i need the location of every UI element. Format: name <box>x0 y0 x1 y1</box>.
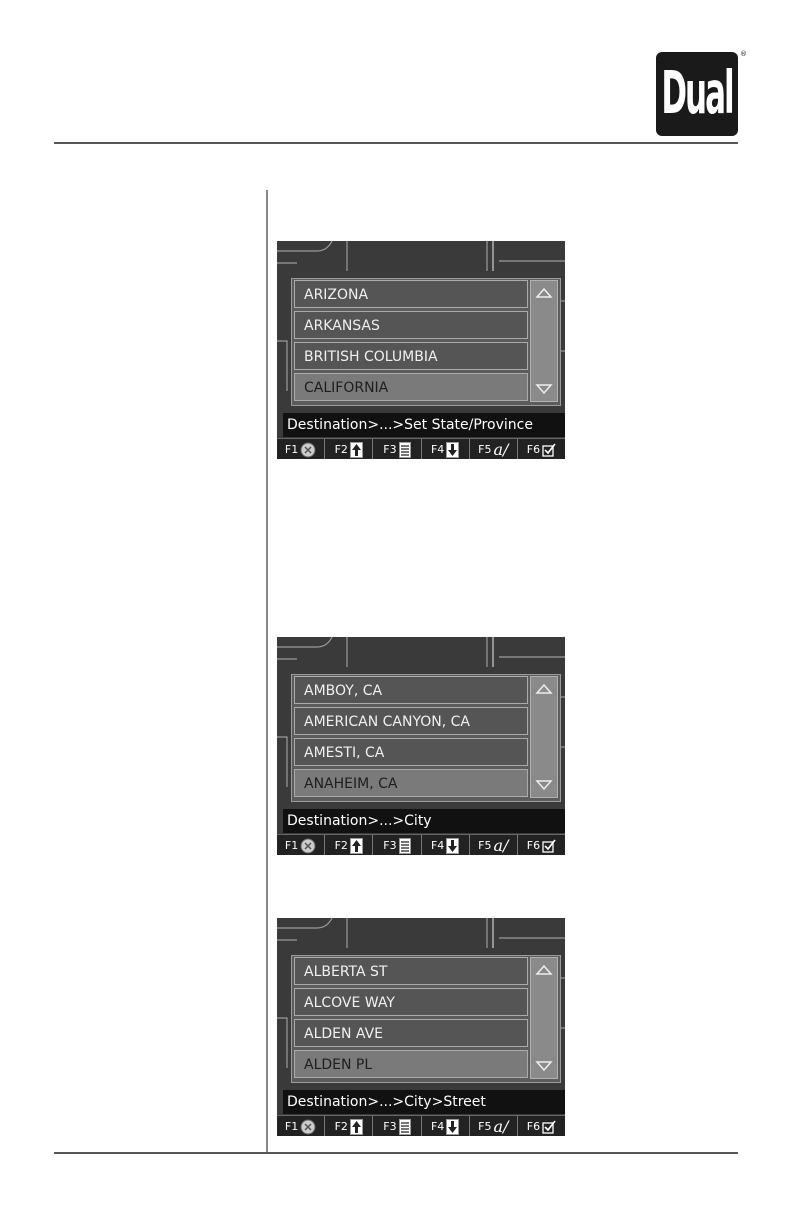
list-item[interactable]: ALDEN AVE <box>294 1019 528 1047</box>
list-item-selected[interactable]: CALIFORNIA <box>294 373 528 401</box>
list-item-selected[interactable]: ALDEN PL <box>294 1050 528 1078</box>
fkey-f6[interactable]: F6 <box>518 1116 565 1136</box>
close-circle-icon <box>300 442 316 458</box>
scrollbar[interactable] <box>530 957 558 1079</box>
fkey-f1[interactable]: F1 <box>277 1116 325 1136</box>
checkbox-icon <box>542 443 556 457</box>
scroll-down-icon[interactable] <box>535 1057 553 1075</box>
fkey-label: F1 <box>285 443 298 456</box>
scroll-up-icon[interactable] <box>535 284 553 302</box>
fkey-f1[interactable]: F1 <box>277 835 325 855</box>
fkey-label: F5 <box>478 443 491 456</box>
fkey-f4[interactable]: F4 <box>422 835 470 855</box>
alpha-keyboard-icon: a/ <box>493 836 508 855</box>
fkey-f6[interactable]: F6 <box>518 835 565 855</box>
fkey-f3[interactable]: F3 <box>373 835 421 855</box>
fkey-label: F1 <box>285 839 298 852</box>
fkey-f4[interactable]: F4 <box>422 439 470 459</box>
fkey-label: F5 <box>478 839 491 852</box>
alpha-keyboard-icon: a/ <box>493 1117 508 1136</box>
checkbox-icon <box>542 1120 556 1134</box>
close-circle-icon <box>300 838 316 854</box>
list-item[interactable]: ALBERTA ST <box>294 957 528 985</box>
page-down-icon <box>446 1119 459 1135</box>
nav-screen-street: ALBERTA ST ALCOVE WAY ALDEN AVE ALDEN PL… <box>277 918 565 1136</box>
fkey-label: F1 <box>285 1120 298 1133</box>
fkey-label: F6 <box>527 443 540 456</box>
page-up-icon <box>350 838 363 854</box>
nav-screen-state: ARIZONA ARKANSAS BRITISH COLUMBIA CALIFO… <box>277 241 565 459</box>
close-circle-icon <box>300 1119 316 1135</box>
page-up-icon <box>350 1119 363 1135</box>
fkey-label: F5 <box>478 1120 491 1133</box>
page-down-icon <box>446 838 459 854</box>
alpha-keyboard-icon: a/ <box>493 440 508 459</box>
list-icon <box>399 442 411 458</box>
logo-text: Dual <box>661 60 732 128</box>
breadcrumb: Destination>...>City>Street <box>283 1090 565 1114</box>
header-rule <box>54 142 738 144</box>
list-item[interactable]: AMERICAN CANYON, CA <box>294 707 528 735</box>
fkey-label: F2 <box>335 839 348 852</box>
fkey-f3[interactable]: F3 <box>373 439 421 459</box>
checkbox-icon <box>542 839 556 853</box>
result-list: ARIZONA ARKANSAS BRITISH COLUMBIA CALIFO… <box>291 278 561 406</box>
list-icon <box>399 1119 411 1135</box>
list-item-selected[interactable]: ANAHEIM, CA <box>294 769 528 797</box>
breadcrumb: Destination>...>City <box>283 809 565 833</box>
list-icon <box>399 838 411 854</box>
fkey-f1[interactable]: F1 <box>277 439 325 459</box>
scrollbar[interactable] <box>530 676 558 798</box>
fkey-label: F3 <box>383 1120 396 1133</box>
scrollbar[interactable] <box>530 280 558 402</box>
registered-mark: ® <box>740 50 747 58</box>
fkey-f2[interactable]: F2 <box>325 1116 373 1136</box>
fkey-label: F6 <box>527 1120 540 1133</box>
fkey-f6[interactable]: F6 <box>518 439 565 459</box>
fkey-label: F4 <box>431 839 444 852</box>
scroll-up-icon[interactable] <box>535 680 553 698</box>
scroll-up-icon[interactable] <box>535 961 553 979</box>
breadcrumb: Destination>...>Set State/Province <box>283 413 565 437</box>
fkey-f2[interactable]: F2 <box>325 439 373 459</box>
fkey-f4[interactable]: F4 <box>422 1116 470 1136</box>
list-item[interactable]: AMESTI, CA <box>294 738 528 766</box>
fkey-label: F6 <box>527 839 540 852</box>
scroll-down-icon[interactable] <box>535 776 553 794</box>
result-list: AMBOY, CA AMERICAN CANYON, CA AMESTI, CA… <box>291 674 561 802</box>
page-up-icon <box>350 442 363 458</box>
list-item[interactable]: ALCOVE WAY <box>294 988 528 1016</box>
page-down-icon <box>446 442 459 458</box>
scroll-down-icon[interactable] <box>535 380 553 398</box>
list-item[interactable]: BRITISH COLUMBIA <box>294 342 528 370</box>
fkey-f2[interactable]: F2 <box>325 835 373 855</box>
list-item[interactable]: AMBOY, CA <box>294 676 528 704</box>
list-item[interactable]: ARIZONA <box>294 280 528 308</box>
fkey-label: F4 <box>431 443 444 456</box>
fkey-label: F4 <box>431 1120 444 1133</box>
list-item[interactable]: ARKANSAS <box>294 311 528 339</box>
fkey-f3[interactable]: F3 <box>373 1116 421 1136</box>
footer-rule <box>54 1152 738 1154</box>
dual-logo: Dual ® <box>656 52 738 136</box>
fkey-label: F3 <box>383 839 396 852</box>
result-list: ALBERTA ST ALCOVE WAY ALDEN AVE ALDEN PL <box>291 955 561 1083</box>
nav-screen-city: AMBOY, CA AMERICAN CANYON, CA AMESTI, CA… <box>277 637 565 855</box>
column-divider <box>266 190 268 1152</box>
fkey-label: F2 <box>335 443 348 456</box>
fkey-label: F3 <box>383 443 396 456</box>
fkey-label: F2 <box>335 1120 348 1133</box>
